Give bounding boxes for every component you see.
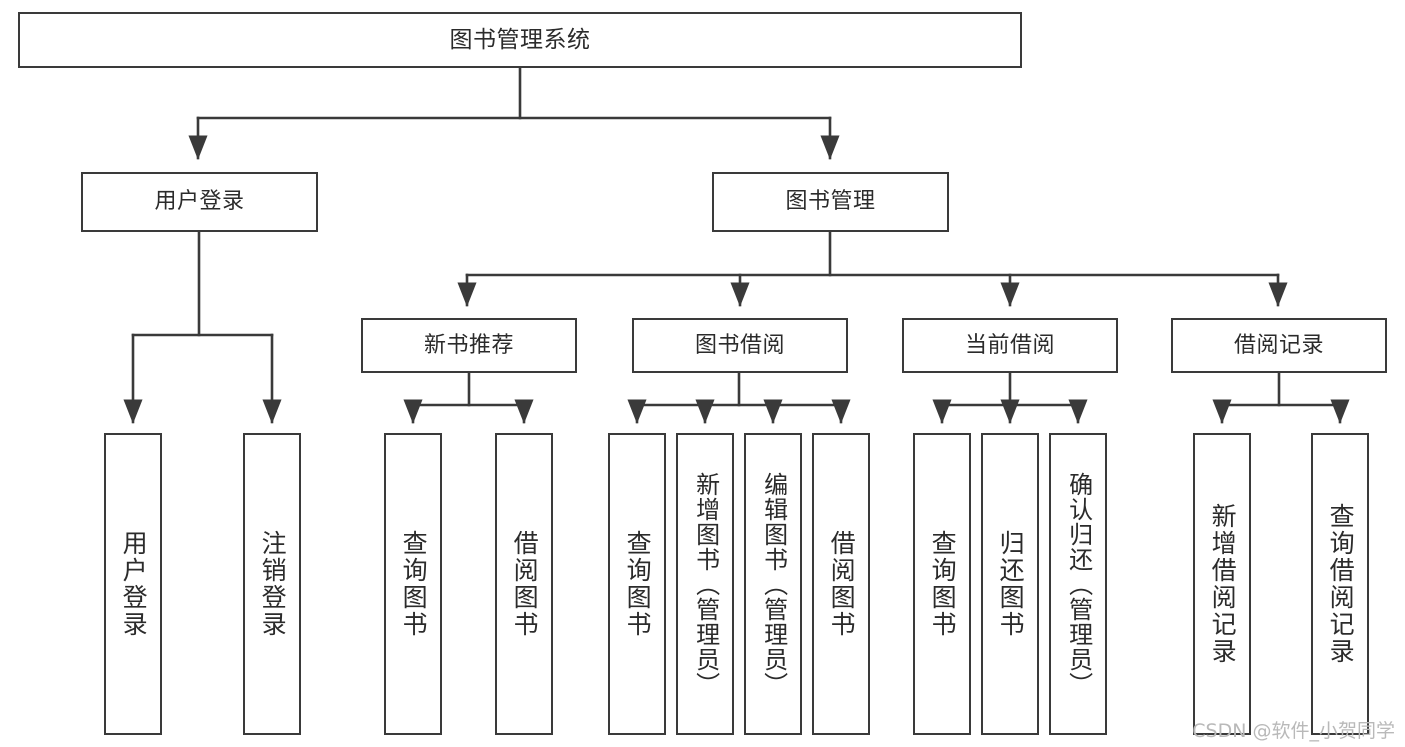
node-label: 查询借阅记录 bbox=[1326, 503, 1356, 665]
node-label: 归还图书 bbox=[996, 530, 1026, 638]
node-label: 新增图书（管理员） bbox=[691, 471, 720, 697]
leaf-logout[interactable]: 注销登录 bbox=[243, 433, 301, 735]
node-label: 查询图书 bbox=[928, 530, 958, 638]
node-label: 图书管理 bbox=[785, 189, 876, 215]
node-label: 借阅图书 bbox=[827, 530, 857, 638]
node-label: 当前借阅 bbox=[964, 332, 1055, 358]
node-new-book-recommend[interactable]: 新书推荐 bbox=[361, 318, 577, 373]
node-borrow-record[interactable]: 借阅记录 bbox=[1171, 318, 1387, 373]
leaf-borrow-edit-book-admin[interactable]: 编辑图书（管理员） bbox=[744, 433, 802, 735]
leaf-user-login[interactable]: 用户登录 bbox=[104, 433, 162, 735]
node-label: 借阅记录 bbox=[1233, 332, 1324, 358]
leaf-record-query-record[interactable]: 查询借阅记录 bbox=[1311, 433, 1369, 735]
node-current-borrow[interactable]: 当前借阅 bbox=[902, 318, 1118, 373]
node-label: 查询图书 bbox=[623, 530, 653, 638]
leaf-newbook-query-book[interactable]: 查询图书 bbox=[384, 433, 442, 735]
leaf-current-return-book[interactable]: 归还图书 bbox=[981, 433, 1039, 735]
node-label: 图书借阅 bbox=[694, 332, 785, 358]
leaf-current-query-book[interactable]: 查询图书 bbox=[913, 433, 971, 735]
node-label: 用户登录 bbox=[119, 530, 149, 638]
node-user-login[interactable]: 用户登录 bbox=[81, 172, 318, 232]
node-label: 查询图书 bbox=[399, 530, 429, 638]
leaf-newbook-borrow-book[interactable]: 借阅图书 bbox=[495, 433, 553, 735]
node-label: 图书管理系统 bbox=[449, 26, 591, 53]
leaf-current-confirm-return-admin[interactable]: 确认归还（管理员） bbox=[1049, 433, 1107, 735]
watermark: CSDN @软件_小贺同学 bbox=[1192, 720, 1395, 742]
node-label: 新书推荐 bbox=[423, 332, 514, 358]
node-book-borrow[interactable]: 图书借阅 bbox=[632, 318, 848, 373]
node-label: 新增借阅记录 bbox=[1208, 503, 1238, 665]
node-label: 编辑图书（管理员） bbox=[759, 471, 788, 697]
leaf-record-add-record[interactable]: 新增借阅记录 bbox=[1193, 433, 1251, 735]
node-book-management[interactable]: 图书管理 bbox=[712, 172, 949, 232]
leaf-borrow-borrow-book[interactable]: 借阅图书 bbox=[812, 433, 870, 735]
node-label: 借阅图书 bbox=[510, 530, 540, 638]
leaf-borrow-add-book-admin[interactable]: 新增图书（管理员） bbox=[676, 433, 734, 735]
leaf-borrow-query-book[interactable]: 查询图书 bbox=[608, 433, 666, 735]
node-label: 确认归还（管理员） bbox=[1064, 471, 1093, 697]
node-root[interactable]: 图书管理系统 bbox=[18, 12, 1022, 68]
node-label: 注销登录 bbox=[258, 530, 288, 638]
node-label: 用户登录 bbox=[154, 189, 245, 215]
